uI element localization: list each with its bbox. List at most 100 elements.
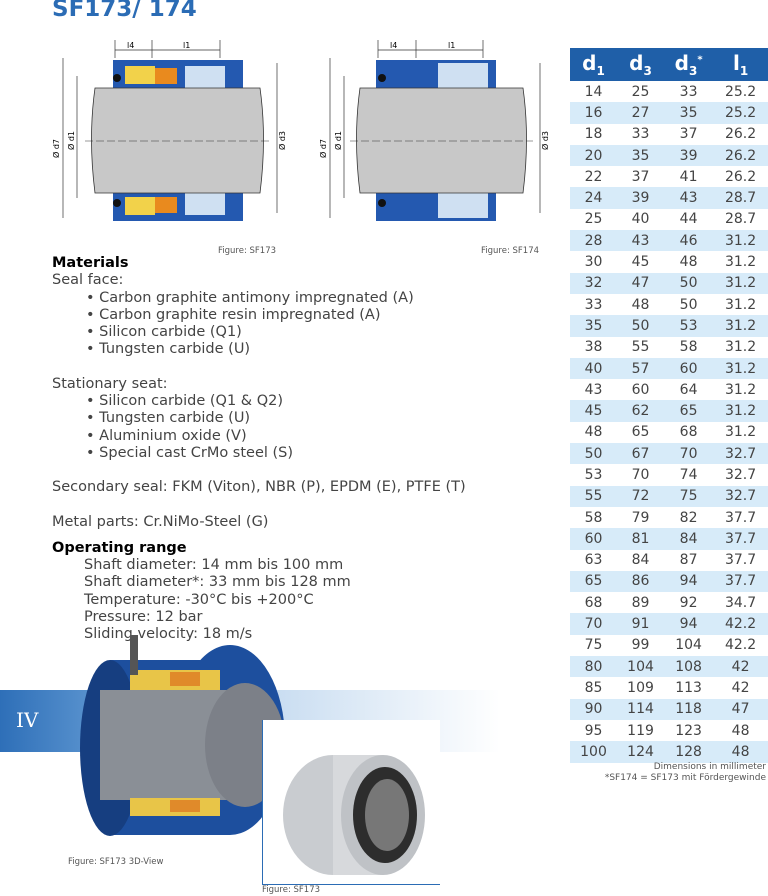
table-cell: 39: [617, 187, 665, 209]
table-cell: 53: [584, 466, 603, 483]
table-cell: 118: [664, 698, 714, 720]
column-header: d3: [617, 48, 665, 81]
table-cell: 31.2: [713, 400, 768, 422]
table-cell: 70: [570, 613, 618, 635]
table-cell: 41: [679, 168, 698, 185]
table-cell: 48: [731, 722, 750, 739]
table-cell: 25: [584, 211, 603, 228]
l1-label: l1: [183, 41, 190, 50]
table-cell: 45: [631, 254, 650, 271]
table-cell: 26.2: [724, 126, 757, 143]
operating-heading: Operating range: [52, 539, 187, 556]
table-cell: 104: [617, 656, 665, 678]
table-cell: 25: [631, 83, 650, 100]
table-cell: 75: [584, 637, 603, 654]
table-cell: 32.7: [713, 485, 768, 507]
table-cell: 128: [664, 741, 714, 763]
table-cell: 75: [664, 485, 714, 507]
list-item: Carbon graphite antimony impregnated (A): [86, 290, 466, 307]
table-cell: 24: [570, 187, 618, 209]
table-cell: 87: [679, 552, 698, 569]
table-cell: 44: [679, 211, 698, 228]
table-cell: 37.7: [713, 528, 768, 550]
list-item: Aluminium oxide (V): [86, 428, 466, 445]
table-cell: 31.2: [713, 230, 768, 252]
table-cell: 18: [584, 126, 603, 143]
table-cell: 32.7: [713, 443, 768, 465]
metal-parts: Metal parts: Cr.NiMo-Steel (G): [52, 513, 269, 530]
table-cell: 91: [617, 613, 665, 635]
table-cell: 100: [570, 741, 618, 763]
table-cell: 50: [664, 272, 714, 294]
seat-list: Silicon carbide (Q1 & Q2)Tungsten carbid…: [52, 393, 466, 462]
table-cell: 57: [617, 357, 665, 380]
table-cell: 38: [584, 339, 603, 356]
table-cell: 37.7: [724, 509, 757, 526]
table-cell: 109: [627, 679, 654, 696]
table-cell: 48: [584, 424, 603, 441]
table-cell: 55: [631, 339, 650, 356]
table-cell: 123: [675, 722, 702, 739]
table-row: 18 33 37 26.2: [570, 124, 768, 145]
table-cell: 43: [584, 381, 603, 398]
table-cell: 62: [617, 400, 665, 422]
table-cell: 92: [679, 594, 698, 611]
table-cell: 31.2: [713, 357, 768, 380]
table-cell: 63: [584, 552, 603, 569]
table-notes: Dimensions in millimeter *SF174 = SF173 …: [605, 762, 766, 784]
table-cell: 48: [713, 741, 768, 763]
section-number: IV: [16, 708, 39, 732]
table-cell: 104: [675, 637, 702, 654]
table-cell: 26.2: [713, 144, 768, 167]
sf174-drawing: l4 l1 Ø d7 Ø d1 Ø d3: [318, 40, 550, 221]
table-cell: 30: [584, 254, 603, 271]
list-item: Temperature: -30°C bis +200°C: [84, 591, 314, 608]
table-cell: 31.2: [724, 296, 757, 313]
l4-label: l4: [390, 41, 397, 50]
list-item: Special cast CrMo steel (S): [86, 445, 466, 462]
l4-label: l4: [127, 41, 134, 50]
table-cell: 50: [679, 296, 698, 313]
table-cell: 94: [664, 570, 714, 593]
sf173-photo-frame: [262, 720, 440, 885]
sf173-3d-view: [80, 635, 285, 836]
d3-label: Ø d3: [540, 131, 550, 150]
table-cell: 50: [570, 443, 618, 465]
materials-section: Materials Seal face: Carbon graphite ant…: [52, 255, 466, 644]
sf174-note: *SF174 = SF173 mit Fördergewinde: [604, 773, 766, 783]
table-cell: 95: [584, 722, 603, 739]
table-cell: 45: [570, 400, 618, 422]
seal-face-label: Seal face:: [52, 272, 124, 289]
table-cell: 46: [664, 230, 714, 252]
table-cell: 37.7: [724, 552, 757, 569]
table-cell: 35: [664, 102, 714, 124]
seat-label: Stationary seat:: [52, 375, 168, 392]
table-cell: 34.7: [724, 594, 757, 611]
table-cell: 39: [664, 144, 714, 167]
list-item: Tungsten carbide (U): [86, 410, 466, 427]
list-item: Silicon carbide (Q1): [86, 324, 466, 341]
table-cell: 33: [631, 126, 650, 143]
table-cell: 81: [617, 528, 665, 550]
table-cell: 37: [679, 126, 698, 143]
table-cell: 47: [617, 272, 665, 294]
list-item: Tungsten carbide (U): [86, 341, 466, 358]
caption-3d-view: Figure: SF173 3D-View: [68, 857, 164, 867]
d7-label: Ø d7: [318, 139, 328, 158]
table-cell: 43: [664, 187, 714, 209]
